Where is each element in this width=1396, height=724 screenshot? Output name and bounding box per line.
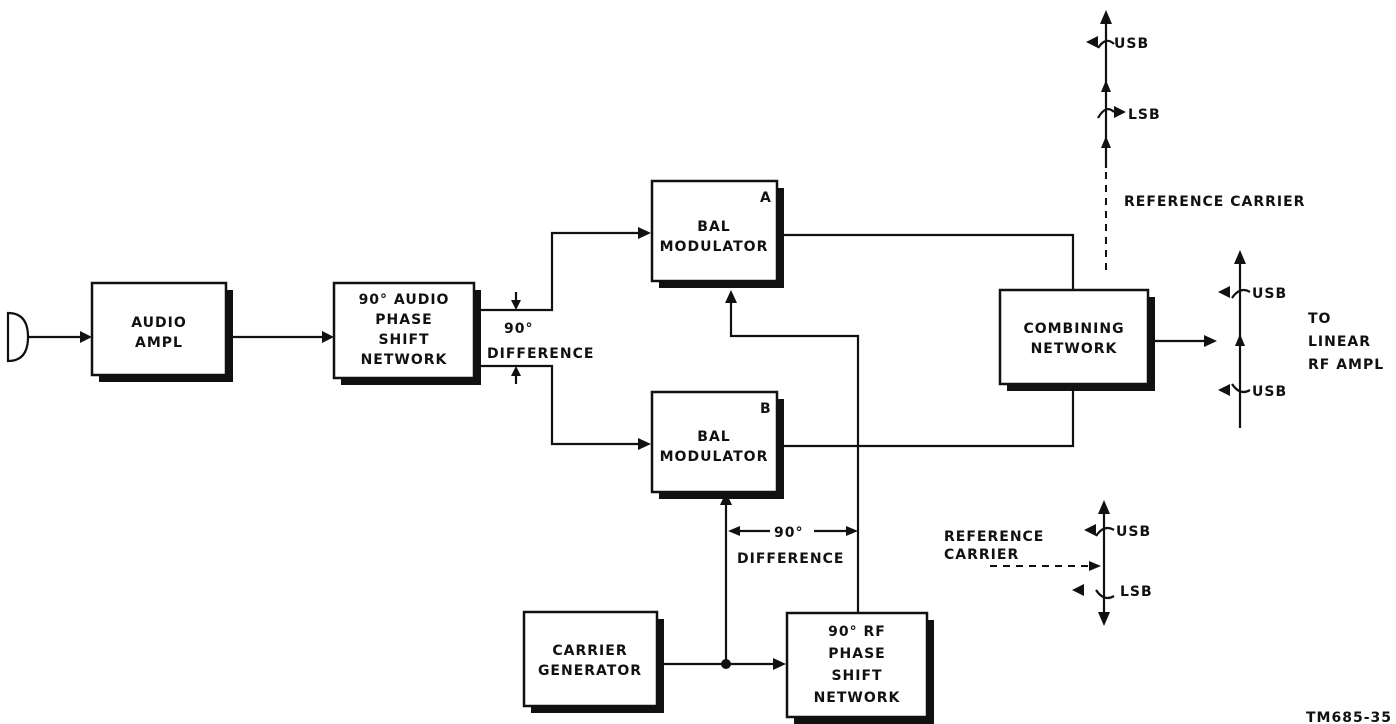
bal-mod-b-tag: B [760,401,772,417]
rf-phase-shift-network-block: 90° RF PHASE SHIFT NETWORK [785,611,934,724]
combining-label-1: COMBINING [1023,321,1124,337]
audio-difference-label: DIFFERENCE [487,346,594,362]
reference-carrier-bottom-label-1: REFERENCE [944,529,1044,545]
audio-difference-degrees: 90° [504,321,533,337]
output-destination-label-3: RF AMPL [1308,357,1384,373]
audio-ampl-label-1: AUDIO [131,315,187,331]
junction-dot [721,659,731,669]
reference-carrier-bottom-label-2: CARRIER [944,547,1019,563]
bottom-lsb-label: LSB [1120,584,1153,600]
audio-phase-shift-network-block: 90° AUDIO PHASE SHIFT NETWORK [332,281,481,385]
bottom-spectrum-diagram [990,500,1115,626]
carrier-gen-label-1: CARRIER [552,643,627,659]
bal-modulator-b-block: B BAL MODULATOR [650,390,784,499]
top-lsb-label: LSB [1128,107,1161,123]
audio-phase-label-4: NETWORK [361,352,448,368]
rf-phase-label-4: NETWORK [814,690,901,706]
audio-difference-marker [511,292,521,384]
bal-modulator-a-block: A BAL MODULATOR [650,179,784,288]
audio-phase-label-3: SHIFT [378,332,429,348]
top-spectrum-diagram [1086,10,1126,270]
output-usb-upper-label: USB [1252,286,1287,302]
rf-difference-label: DIFFERENCE [737,551,844,567]
rf-phase-label-3: SHIFT [831,668,882,684]
bottom-usb-label: USB [1116,524,1151,540]
carrier-gen-label-2: GENERATOR [538,663,642,679]
bal-mod-a-label-1: BAL [697,219,730,235]
bal-mod-a-label-2: MODULATOR [660,239,769,255]
output-destination-label-1: TO [1308,311,1331,327]
bal-mod-b-label-1: BAL [697,429,730,445]
audio-phase-label-1: 90° AUDIO [359,292,450,308]
bal-mod-b-label-2: MODULATOR [660,449,769,465]
rf-phase-label-1: 90° RF [828,624,886,640]
microphone-icon [6,311,92,363]
rf-difference-degrees: 90° [774,525,803,541]
combining-network-block: COMBINING NETWORK [998,288,1155,391]
carrier-generator-block: CARRIER GENERATOR [522,610,664,713]
bal-mod-a-tag: A [760,190,772,206]
output-destination-label-2: LINEAR [1308,334,1371,350]
top-usb-label: USB [1114,36,1149,52]
audio-ampl-block: AUDIO AMPL [90,281,233,382]
combining-label-2: NETWORK [1031,341,1118,357]
audio-ampl-label-2: AMPL [135,335,183,351]
output-usb-lower-label: USB [1252,384,1287,400]
figure-id: TM685-35 [1306,710,1392,724]
reference-carrier-top-label: REFERENCE CARRIER [1124,194,1305,210]
audio-phase-label-2: PHASE [375,312,432,328]
rf-phase-label-2: PHASE [828,646,885,662]
output-spectrum-diagram [1218,250,1251,428]
